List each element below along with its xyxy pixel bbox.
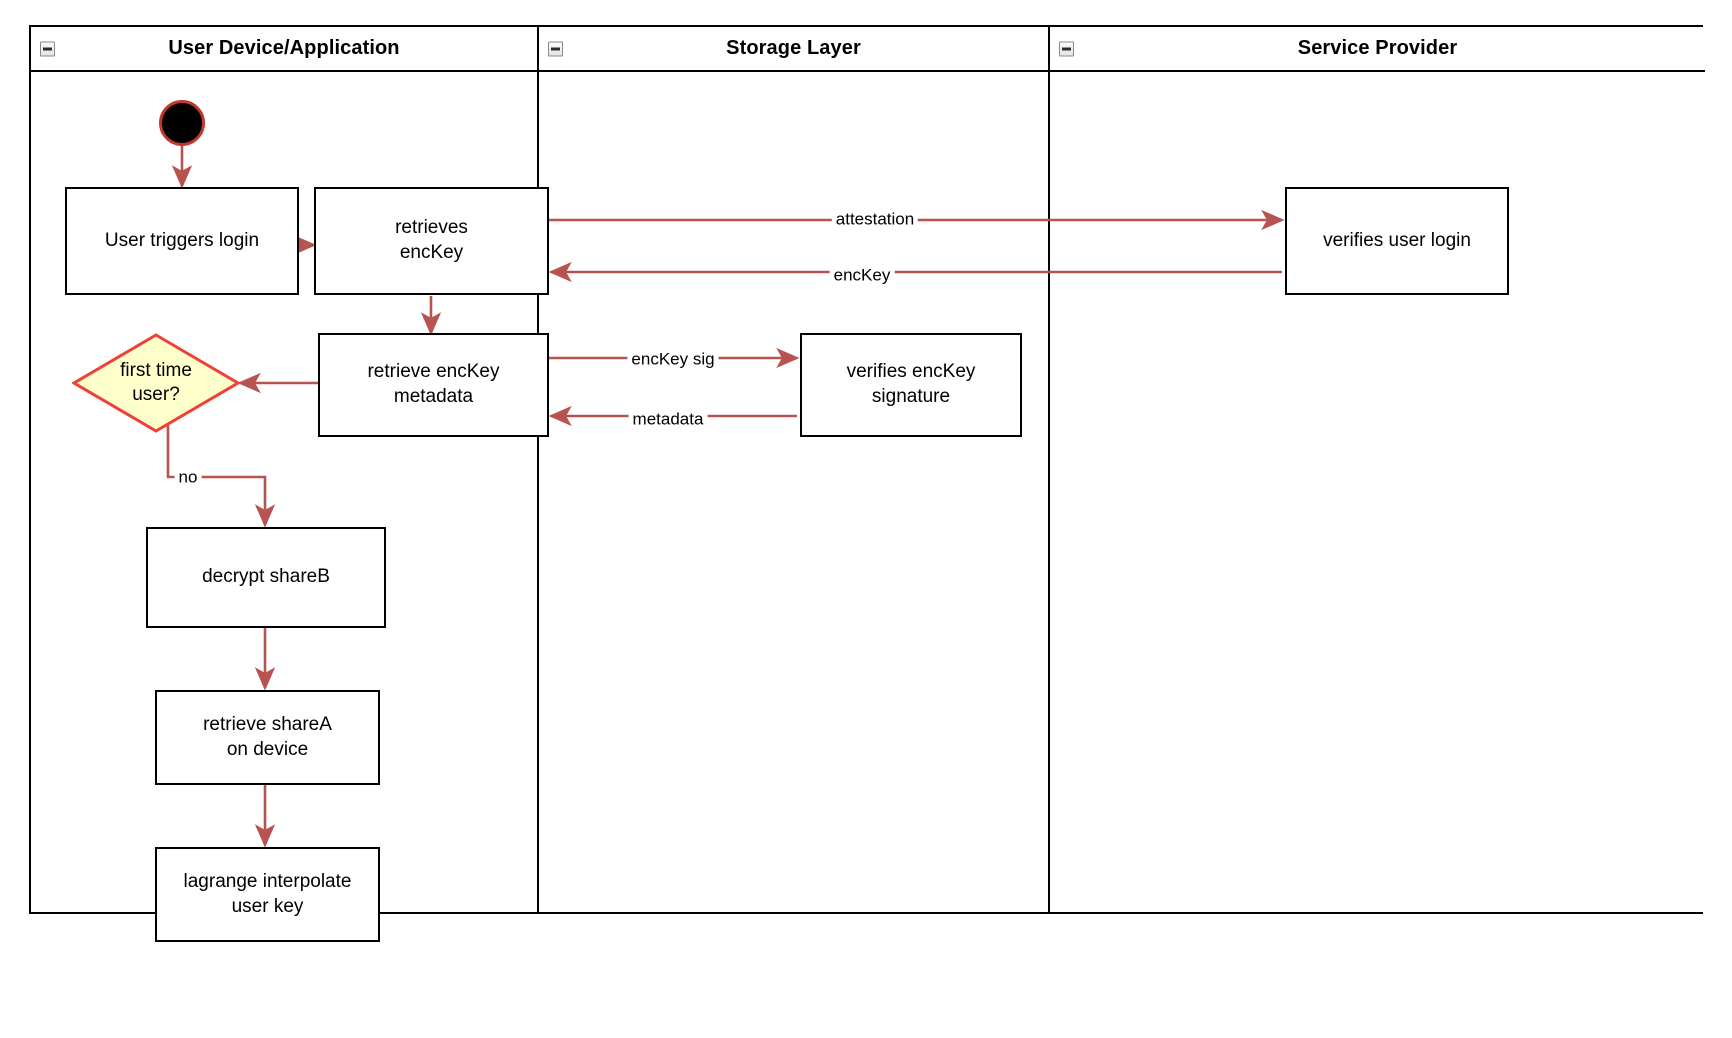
node-label: decrypt shareB — [202, 566, 330, 588]
decision-diamond-shape — [72, 333, 240, 433]
node-label-line2: encKey — [399, 242, 464, 263]
node-label-line2: on device — [226, 738, 309, 760]
node-label: verifies user login — [1323, 229, 1471, 251]
node-user-triggers-login[interactable]: User triggers login — [65, 187, 299, 295]
lane-service-provider[interactable]: Service Provider — [1048, 27, 1705, 912]
edge-label-enckey: encKey — [829, 266, 895, 286]
node-decrypt-shareb[interactable]: decrypt shareB — [146, 527, 386, 628]
node-retrieve-sharea-on-device[interactable]: retrieve shareA on device — [155, 690, 380, 785]
node-retrieves-enckey[interactable]: retrieves encKey — [314, 187, 549, 295]
lane-header-user-device: User Device/Application — [31, 27, 537, 72]
lane-header-storage-layer: Storage Layer — [539, 27, 1048, 72]
node-label-line1: retrieve shareA — [203, 713, 332, 735]
node-label-line2: user key — [231, 895, 304, 917]
lane-title-service-provider: Service Provider — [1297, 37, 1458, 59]
lane-title-storage-layer: Storage Layer — [726, 37, 861, 59]
node-label-line1: retrieves — [395, 217, 468, 239]
collapse-minus-icon[interactable] — [548, 41, 563, 56]
node-retrieve-enckey-metadata[interactable]: retrieve encKey metadata — [318, 333, 549, 437]
edge-label-attestation: attestation — [831, 210, 919, 230]
node-label-line1: lagrange interpolate — [183, 870, 352, 892]
lane-title-user-device: User Device/Application — [168, 37, 400, 59]
lane-header-service-provider: Service Provider — [1050, 27, 1705, 72]
node-first-time-user[interactable]: first time user? — [72, 333, 240, 433]
edge-label-metadata: metadata — [628, 410, 708, 430]
node-lagrange-interpolate-user-key[interactable]: lagrange interpolate user key — [155, 847, 380, 942]
node-label: User triggers login — [104, 229, 260, 251]
node-label-line2: metadata — [393, 386, 474, 407]
initial-node[interactable] — [159, 100, 205, 146]
node-verifies-user-login[interactable]: verifies user login — [1285, 187, 1509, 295]
edge-label-no: no — [174, 468, 202, 488]
lane-storage-layer[interactable]: Storage Layer — [537, 27, 1048, 912]
collapse-minus-icon[interactable] — [40, 41, 55, 56]
node-verifies-enckey-signature[interactable]: verifies encKey signature — [800, 333, 1022, 437]
edge-label-enckey-sig: encKey sig — [627, 350, 719, 370]
node-label-line2: signature — [871, 386, 951, 407]
collapse-minus-icon[interactable] — [1059, 41, 1074, 56]
swimlane-pool: User Device/Application Storage Layer Se… — [29, 25, 1705, 914]
node-label-line1: verifies encKey — [846, 361, 976, 383]
node-label-line1: retrieve encKey — [367, 361, 500, 383]
